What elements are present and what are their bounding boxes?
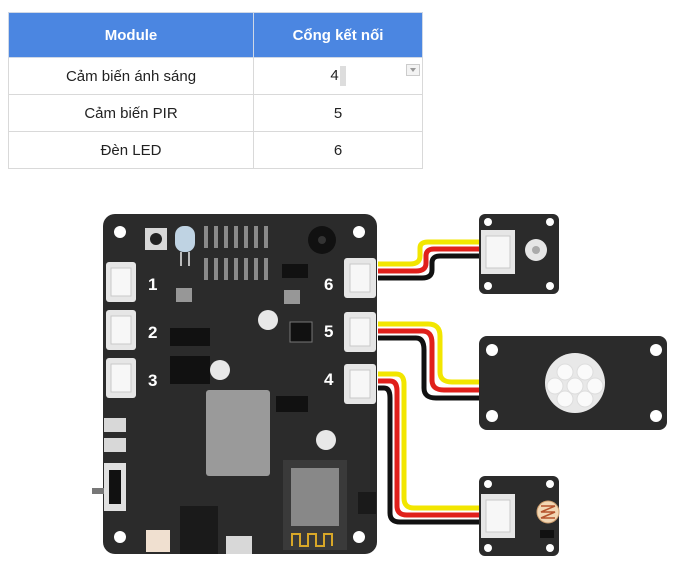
- light-sensor-chip: [284, 290, 300, 304]
- connector-port-1[interactable]: [106, 262, 136, 302]
- voltage-regulator: [206, 390, 270, 476]
- ic-chip: [170, 328, 210, 346]
- power-jack: [180, 506, 218, 554]
- connector-port-6[interactable]: [344, 258, 376, 298]
- connector-port-2[interactable]: [106, 310, 136, 350]
- sensor-chip: [289, 321, 313, 343]
- pin-connector: [104, 418, 126, 432]
- wire-port-6: [378, 239, 480, 281]
- cell-module[interactable]: Đèn LED: [8, 131, 254, 169]
- pin-header: [204, 226, 268, 280]
- wire-port-5: [378, 321, 480, 401]
- battery-connector: [146, 530, 170, 552]
- port-label-5: 5: [324, 322, 333, 341]
- port-label-3: 3: [148, 371, 157, 390]
- wifi-module: [283, 460, 347, 550]
- chip: [282, 264, 308, 278]
- cell-module[interactable]: Cảm biến PIR: [8, 94, 254, 132]
- header-port[interactable]: Cổng kết nối: [253, 12, 423, 58]
- light-sensor-chip: [176, 288, 192, 302]
- cell-port[interactable]: 4: [253, 57, 423, 95]
- ic-chip: [276, 396, 308, 412]
- text-cursor: [339, 66, 346, 86]
- table-row: Cảm biến ánh sáng 4: [8, 57, 423, 95]
- led-module: [479, 214, 559, 294]
- side-connector: [358, 492, 376, 514]
- cell-port[interactable]: 6: [253, 131, 423, 169]
- port-label-2: 2: [148, 323, 157, 342]
- table-row: Cảm biến PIR 5: [8, 94, 423, 132]
- usb-port[interactable]: [226, 536, 252, 554]
- port-label-6: 6: [324, 275, 333, 294]
- cell-port-value: 4: [330, 66, 339, 84]
- connector-port-3[interactable]: [106, 358, 136, 398]
- table-header-row: Module Cổng kết nối: [8, 12, 423, 58]
- onboard-led-icon: [175, 226, 195, 266]
- header-module[interactable]: Module: [8, 12, 254, 58]
- dropdown-arrow-icon[interactable]: [406, 64, 420, 76]
- module-port-table: Module Cổng kết nối Cảm biến ánh sáng 4 …: [8, 12, 423, 169]
- push-button[interactable]: [145, 228, 167, 250]
- transistor-icon: [210, 360, 230, 380]
- wire-port-4: [378, 371, 480, 525]
- transistor-icon: [316, 430, 336, 450]
- connector-port-4[interactable]: [344, 364, 376, 404]
- connector-port-5[interactable]: [344, 312, 376, 352]
- port-label-4: 4: [324, 370, 334, 389]
- light-sensor-module: [479, 476, 560, 556]
- port-label-1: 1: [148, 275, 157, 294]
- table-row: Đèn LED 6: [8, 131, 423, 169]
- pin-connector: [104, 438, 126, 452]
- main-board: 1 2 3 6 5 4: [92, 214, 377, 554]
- transistor-icon: [258, 310, 278, 330]
- pir-sensor-module: [479, 336, 667, 430]
- power-switch[interactable]: [92, 463, 126, 511]
- cell-module[interactable]: Cảm biến ánh sáng: [8, 57, 254, 95]
- ic-chip: [170, 356, 210, 384]
- buzzer-icon: [308, 226, 336, 254]
